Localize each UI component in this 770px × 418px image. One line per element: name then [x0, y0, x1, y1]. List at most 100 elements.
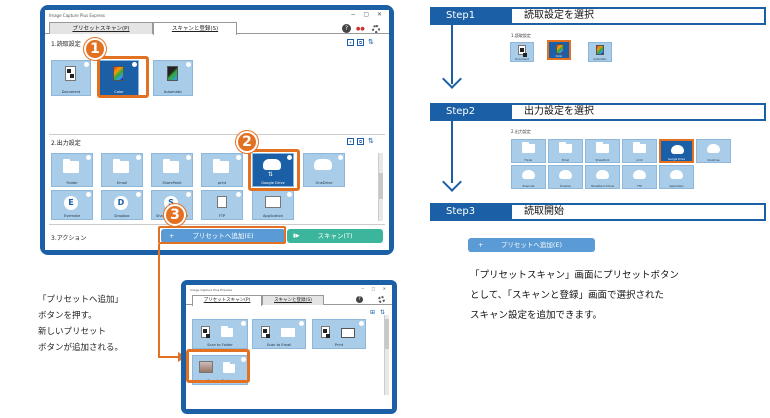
window-controls[interactable]: − ▢ ✕: [360, 286, 389, 291]
cloud-icon: [671, 145, 684, 154]
output-tile-email[interactable]: Email: [101, 153, 143, 187]
step2-tile: SharePoint Online: [585, 165, 620, 189]
document-icon: [321, 326, 330, 338]
folder-icon: [596, 142, 609, 153]
step2-sublabel: 2.出力設定: [511, 129, 531, 134]
color-doc-icon: [113, 66, 124, 81]
help-icon[interactable]: ?: [342, 24, 351, 33]
sort-icon[interactable]: ⇅: [380, 309, 386, 316]
read-section-title: 1.読取設定: [51, 41, 81, 48]
read-tile-automatic[interactable]: Automatic: [153, 60, 193, 96]
step2-tile: Email: [548, 139, 583, 163]
add-icon[interactable]: ⊞: [370, 309, 376, 316]
note-line: として、「スキャンと登録」画面で選択された: [470, 290, 664, 301]
step1-tile-color: Color: [547, 40, 571, 60]
settings-icon[interactable]: [84, 62, 89, 67]
add-preset-button[interactable]: +プリセットへ追加(E): [161, 229, 285, 243]
step2-tile: Dropbox: [548, 165, 583, 189]
highlight-new-preset: [186, 349, 250, 383]
connector-line: [158, 356, 180, 358]
preset-tile[interactable]: Scan to Folder: [192, 319, 248, 349]
folder-icon: [522, 142, 535, 153]
sort-icon[interactable]: ⇅: [368, 38, 374, 46]
settings-icon[interactable]: [287, 192, 292, 197]
auto-doc-icon: [167, 66, 178, 81]
highlight-add-preset: [158, 226, 286, 244]
step2-title: 出力設定を選択: [510, 103, 766, 121]
settings-icon[interactable]: [236, 155, 241, 160]
output-tile-folder[interactable]: Folder: [51, 153, 93, 187]
settings-icon[interactable]: [299, 321, 304, 326]
badge-1: 1: [84, 38, 106, 60]
output-tile-print[interactable]: print: [201, 153, 243, 187]
settings-icon[interactable]: [186, 192, 191, 197]
step2-tile: Folder: [511, 139, 546, 163]
scan-button[interactable]: ▮▶スキャン(T): [287, 229, 383, 243]
scrollbar[interactable]: [378, 153, 383, 221]
output-tile-google-drive[interactable]: ⇅Google Drive: [252, 153, 294, 187]
tab-preset-scan[interactable]: プリセットスキャン(P): [49, 22, 153, 34]
settings-icon[interactable]: [338, 155, 343, 160]
settings-icon[interactable]: [132, 62, 137, 67]
step2-tile: Evernote: [511, 165, 546, 189]
tab-preset-scan[interactable]: プリセットスキャン(P): [192, 295, 262, 306]
add-icon[interactable]: +: [347, 138, 354, 145]
highlight-google-drive: [248, 149, 300, 191]
help-icon[interactable]: ?: [356, 296, 363, 303]
tab-scan-register[interactable]: スキャンと登録(S): [153, 22, 237, 35]
ftp-icon: [217, 196, 227, 208]
printer-icon: [341, 328, 355, 338]
settings-icon[interactable]: [186, 155, 191, 160]
note-line: 新しいプリセット: [38, 327, 107, 337]
settings-icon[interactable]: [287, 155, 292, 160]
copy-icon[interactable]: ⧉: [357, 39, 364, 46]
settings-icon[interactable]: [236, 192, 241, 197]
folder-icon: [213, 159, 229, 173]
step1-tile-document: Document: [510, 42, 534, 62]
output-tile-ftp[interactable]: FTP: [201, 190, 243, 220]
settings-icon[interactable]: [241, 357, 246, 362]
settings-icon[interactable]: [136, 155, 141, 160]
output-tile-sharepoint[interactable]: SharePoint: [151, 153, 193, 187]
cloud-icon: [707, 144, 720, 153]
scrollbar-thumb[interactable]: [379, 173, 383, 199]
photo-icon: [199, 361, 213, 373]
output-tile-onedrive[interactable]: OneDrive: [303, 153, 345, 187]
cloud-icon: [670, 170, 683, 179]
cloud-icon: [633, 170, 646, 179]
window-controls[interactable]: − ▢ ✕: [350, 11, 385, 18]
add-icon[interactable]: +: [347, 39, 354, 46]
divider: [49, 224, 385, 225]
preset-tile[interactable]: Print: [312, 319, 366, 349]
scrollbar[interactable]: [384, 315, 389, 395]
gear-icon[interactable]: [372, 25, 380, 33]
plus-icon: +: [478, 241, 484, 249]
settings-icon[interactable]: [241, 321, 246, 326]
dropbox-icon: D: [114, 196, 128, 210]
step1-number: Step1: [446, 10, 476, 21]
settings-icon[interactable]: [359, 321, 364, 326]
settings-icon[interactable]: [136, 192, 141, 197]
folder-icon: [633, 142, 646, 153]
flow-arrow: [451, 121, 453, 183]
arrows-icon: ⇅: [268, 171, 274, 178]
tab-scan-register[interactable]: スキャンと登録(S): [262, 295, 324, 305]
preset-tile[interactable]: Scan to Email: [252, 319, 306, 349]
window-title: Image Capture Plus Express: [49, 13, 106, 18]
scrollbar-thumb[interactable]: [385, 319, 389, 349]
read-tile-document[interactable]: Document: [51, 60, 91, 96]
folder-icon: [163, 159, 179, 173]
flow-arrow-head: [442, 69, 462, 89]
settings-icon[interactable]: [86, 155, 91, 160]
gear-icon[interactable]: [378, 296, 385, 303]
step3-bar: Step3 読取開始: [430, 203, 766, 221]
output-tile-application[interactable]: Application: [252, 190, 294, 220]
copy-icon[interactable]: ⧉: [357, 138, 364, 145]
sort-icon[interactable]: ⇅: [368, 137, 374, 145]
preset-window-frame: Image Capture Plus Express − ▢ ✕ プリセットスキ…: [181, 280, 397, 414]
settings-icon[interactable]: [86, 192, 91, 197]
settings-icon[interactable]: [186, 62, 191, 67]
auto-doc-icon: [596, 45, 604, 55]
